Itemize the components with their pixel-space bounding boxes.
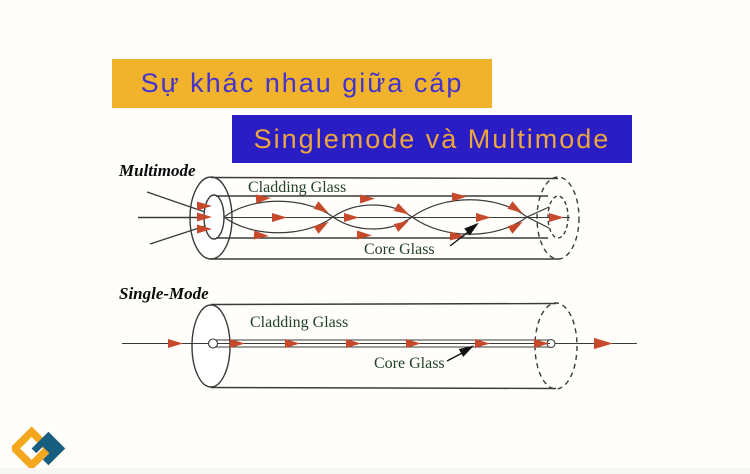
multimode-core-label: Core Glass bbox=[364, 241, 435, 258]
logo-interlock-edge bbox=[31, 448, 49, 466]
singlemode-core-pointer bbox=[446, 341, 477, 362]
interlocked-diamonds-logo bbox=[12, 426, 66, 471]
multimode-core-pointer bbox=[449, 219, 482, 247]
multimode-ray-arrows bbox=[197, 191, 564, 242]
multimode-cylinder bbox=[138, 176, 580, 260]
title-line-2: Singlemode và Multimode bbox=[253, 123, 611, 154]
singlemode-core-label: Core Glass bbox=[374, 355, 445, 372]
singlemode-cylinder bbox=[122, 302, 637, 390]
title-banner-bottom: Singlemode và Multimode bbox=[232, 115, 632, 163]
bottom-strip bbox=[0, 468, 750, 474]
title-banner-top: Sự khác nhau giữa cáp bbox=[112, 59, 492, 108]
singlemode-cladding-label: Cladding Glass bbox=[250, 314, 348, 331]
logo-teal-diamond bbox=[31, 431, 66, 466]
multimode-title: Multimode bbox=[118, 161, 196, 180]
title-line-1: Sự khác nhau giữa cáp bbox=[140, 68, 464, 98]
singlemode-title: Single-Mode bbox=[119, 284, 209, 303]
multimode-cladding-label: Cladding Glass bbox=[248, 179, 346, 196]
singlemode-diagram: Single-Mode Cladding Glass Core Glass bbox=[119, 284, 637, 390]
multimode-diagram: Multimode Cladding Glass Core Glass bbox=[118, 161, 580, 260]
